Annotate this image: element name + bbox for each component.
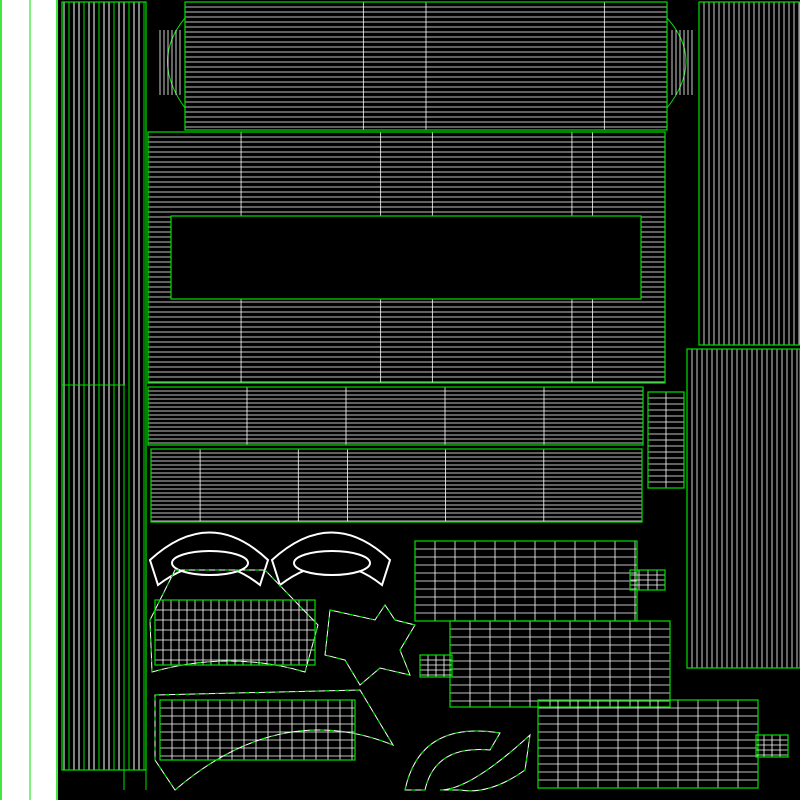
panel-hole — [170, 215, 642, 300]
island-border — [147, 131, 666, 384]
uv-island-skirt-grid — [154, 599, 316, 666]
island-border — [154, 689, 395, 791]
uv-island-leg-tip-3 — [755, 734, 789, 758]
mesh-outline — [149, 569, 319, 673]
collar-hole — [293, 550, 371, 576]
right-cap — [666, 16, 687, 110]
uv-island-bottom-grid — [159, 699, 356, 761]
island-border — [755, 734, 789, 758]
island-border — [150, 448, 643, 523]
uv-island-leg-3 — [537, 699, 759, 789]
island-border — [686, 348, 800, 669]
uv-island-right-strip-top — [698, 1, 800, 346]
mesh-outline — [324, 604, 416, 686]
island-border — [61, 1, 147, 771]
island-border — [647, 391, 685, 489]
uv-island-leg-tip-1 — [629, 569, 666, 591]
uv-island-small-piece — [647, 391, 685, 489]
uv-island-large-panel — [147, 131, 666, 384]
uv-island-star — [324, 603, 416, 686]
island-border — [537, 699, 759, 789]
island-border — [154, 599, 316, 666]
island-border — [629, 569, 666, 591]
uv-island-skirt — [149, 569, 319, 673]
uv-island-bottom-band — [154, 689, 395, 791]
island-border — [404, 730, 531, 792]
uv-island-right-strip-bottom — [686, 348, 800, 669]
uv-island-left-strip — [0, 0, 58, 800]
island-border — [324, 603, 416, 686]
island-border — [419, 654, 453, 678]
uv-island-collar-left — [148, 531, 270, 587]
island-border — [159, 699, 356, 761]
uv-island-vertical-strip — [61, 1, 147, 790]
uv-island-barrel-caps — [159, 16, 693, 110]
uv-island-mid-panel-2 — [150, 448, 643, 523]
uv-island-leg-tip-2 — [419, 654, 453, 678]
island-border — [147, 386, 644, 446]
mesh-outline — [404, 730, 531, 792]
uv-island-top-barrel — [184, 1, 668, 131]
island-border — [698, 1, 800, 346]
uv-island-mid-panel-1 — [147, 386, 644, 446]
island-border — [449, 620, 671, 708]
uv-island-leg-2 — [449, 620, 671, 708]
uv-island-curved-tube — [404, 730, 531, 792]
uv-island-collar-right — [270, 531, 392, 587]
uv-island-leg-1 — [414, 540, 638, 622]
island-border — [149, 569, 319, 673]
strip-fill — [0, 0, 58, 800]
collar-hole — [171, 550, 249, 576]
